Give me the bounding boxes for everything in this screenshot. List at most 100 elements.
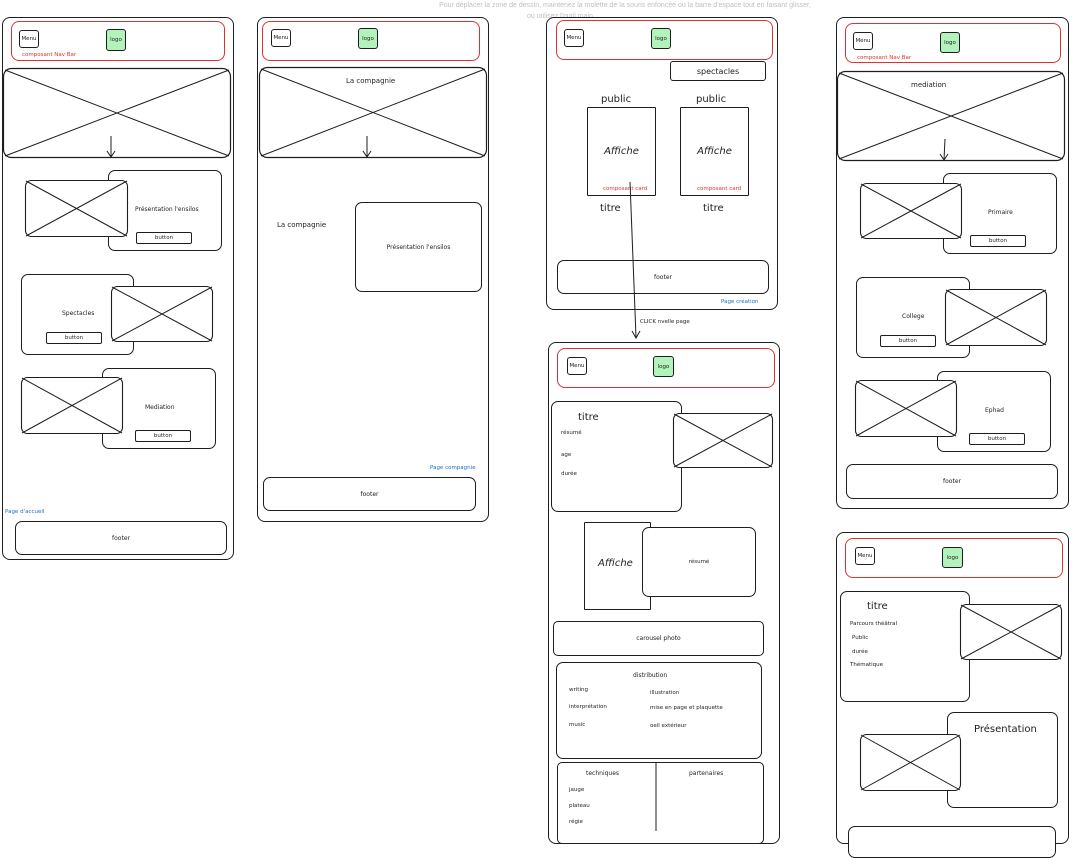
parcours-info-card[interactable] — [840, 591, 970, 702]
home-logo[interactable]: logo — [106, 29, 126, 51]
parcours-logo[interactable]: logo — [942, 547, 963, 568]
company-hero-image-placeholder — [258, 66, 488, 159]
show-dist-left-item: interprétation — [569, 704, 607, 710]
mediation-navbar-note: composant Nav Bar — [857, 55, 912, 61]
show-carousel[interactable]: carousel photo — [553, 621, 764, 656]
mediation-card-college-image-placeholder — [944, 288, 1048, 347]
parcours-navbar[interactable] — [845, 538, 1063, 578]
mediation-scroll-arrow-icon — [939, 138, 950, 163]
creation-card2-poster[interactable]: Affiche — [680, 107, 749, 196]
parcours-menu-button[interactable]: Menu — [855, 547, 875, 565]
canvas-hint-line2: ou utilisez l'outil main — [527, 13, 593, 20]
show-dist-right-item: illustration — [650, 690, 680, 696]
mediation-card-primaire-label: Primaire — [988, 209, 1013, 216]
creation-card1-poster[interactable]: Affiche — [587, 107, 656, 196]
company-hero-title: La compagnie — [344, 77, 398, 85]
company-navbar[interactable] — [262, 21, 480, 61]
parcours-info-item: Parcours théâtral — [850, 621, 898, 627]
home-navbar[interactable] — [11, 21, 225, 61]
show-partenaires-title: partenaires — [689, 770, 724, 777]
mediation-card-college-label: College — [902, 313, 925, 320]
home-hero-image-placeholder — [2, 67, 232, 159]
company-section-title: La compagnie — [277, 221, 327, 229]
home-card-presentation-label: Présentation l'ensilos — [135, 206, 199, 213]
creation-click-note: CLICK nvelle page — [640, 319, 690, 325]
creation-card2-poster-label: Affiche — [697, 146, 732, 157]
parcours-presentation-image-placeholder — [859, 733, 962, 792]
show-image-placeholder — [672, 412, 774, 469]
home-card-spectacles-button[interactable]: button — [46, 332, 102, 344]
mediation-card-primaire-image-placeholder — [859, 182, 963, 240]
creation-card2-public-label: public — [696, 94, 727, 105]
show-distribution-box[interactable] — [556, 662, 762, 759]
home-footer[interactable]: footer — [15, 521, 227, 555]
home-card-presentation-button[interactable]: button — [136, 232, 192, 244]
mediation-hero-title: mediation — [909, 81, 949, 89]
show-resume-card[interactable]: résumé — [642, 527, 756, 597]
show-navbar[interactable] — [557, 348, 775, 388]
show-dist-left-item: music — [569, 722, 586, 728]
home-card-mediation-image-placeholder — [20, 376, 124, 435]
home-card-presentation-image-placeholder — [24, 179, 129, 238]
company-page-label: Page compagnie — [430, 465, 476, 471]
show-dist-left-item: writing — [569, 687, 588, 693]
show-title: titre — [578, 412, 599, 423]
parcours-info-item: Thématique — [850, 662, 884, 668]
parcours-info-item: Public — [852, 635, 869, 641]
company-logo[interactable]: logo — [358, 28, 378, 49]
mediation-card-ephad-image-placeholder — [854, 379, 958, 438]
creation-navbar[interactable] — [556, 20, 773, 60]
show-tech-item: plateau — [569, 803, 590, 809]
show-resume-label: résumé — [561, 430, 582, 436]
canvas-hint: Pour déplacer la zone de dessin, mainten… — [0, 0, 1078, 22]
mediation-hero-image-placeholder — [836, 70, 1066, 162]
creation-logo[interactable]: logo — [651, 28, 671, 49]
parcours-presentation-card[interactable]: Présentation — [947, 712, 1058, 808]
show-logo[interactable]: logo — [653, 356, 674, 377]
home-card-mediation-button[interactable]: button — [135, 430, 191, 442]
creation-card1-public-label: public — [601, 94, 632, 105]
creation-page-label: Page création — [721, 299, 759, 305]
show-dist-right-item: mise en page et plaquette — [650, 705, 723, 711]
mediation-menu-button[interactable]: Menu — [853, 32, 873, 50]
parcours-presentation-label: Présentation — [974, 724, 1037, 735]
show-tech-divider — [655, 763, 657, 831]
parcours-image-placeholder — [959, 603, 1063, 661]
creation-card1-component-note: composant card — [603, 186, 648, 192]
show-dist-right-item: oeil extérieur — [650, 723, 687, 729]
mediation-card-primaire-button[interactable]: button — [970, 235, 1026, 247]
home-card-spectacles-image-placeholder — [110, 285, 214, 343]
creation-menu-button[interactable]: Menu — [564, 29, 584, 47]
show-menu-button[interactable]: Menu — [567, 357, 587, 375]
show-tech-item: jauge — [569, 787, 585, 793]
mediation-logo[interactable]: logo — [940, 32, 960, 53]
mediation-footer[interactable]: footer — [846, 464, 1058, 499]
parcours-title: titre — [867, 601, 888, 612]
creation-card2-title: titre — [703, 203, 724, 214]
home-menu-button[interactable]: Menu — [19, 30, 39, 48]
mediation-card-college-button[interactable]: button — [880, 335, 936, 347]
home-scroll-arrow-icon — [106, 136, 116, 160]
creation-card1-title: titre — [600, 203, 621, 214]
mediation-card-ephad-button[interactable]: button — [969, 433, 1025, 445]
show-duree-label: durée — [561, 471, 577, 477]
mediation-navbar[interactable] — [845, 23, 1061, 63]
show-techniques-title: techniques — [586, 770, 620, 777]
home-page-label: Page d'accueil — [5, 509, 45, 515]
show-distribution-title: distribution — [633, 672, 668, 679]
company-menu-button[interactable]: Menu — [271, 29, 291, 47]
creation-click-arrow-icon — [625, 181, 645, 342]
show-age-label: age — [561, 452, 572, 458]
home-navbar-note: composant Nav Bar — [22, 52, 77, 58]
creation-card1-poster-label: Affiche — [604, 146, 639, 157]
creation-card2-component-note: composant card — [697, 186, 742, 192]
creation-footer[interactable]: footer — [557, 260, 769, 294]
company-footer[interactable]: footer — [263, 477, 476, 511]
show-poster-label: Affiche — [598, 558, 633, 569]
show-tech-item: régie — [569, 819, 583, 825]
mediation-card-ephad-label: Ephad — [985, 407, 1004, 414]
creation-spectacles-filter[interactable]: spectacles — [670, 61, 766, 81]
company-presentation-card[interactable]: Présentation l'ensilos — [355, 202, 482, 292]
show-poster[interactable]: Affiche — [584, 522, 651, 610]
home-card-mediation-label: Mediation — [145, 404, 175, 411]
